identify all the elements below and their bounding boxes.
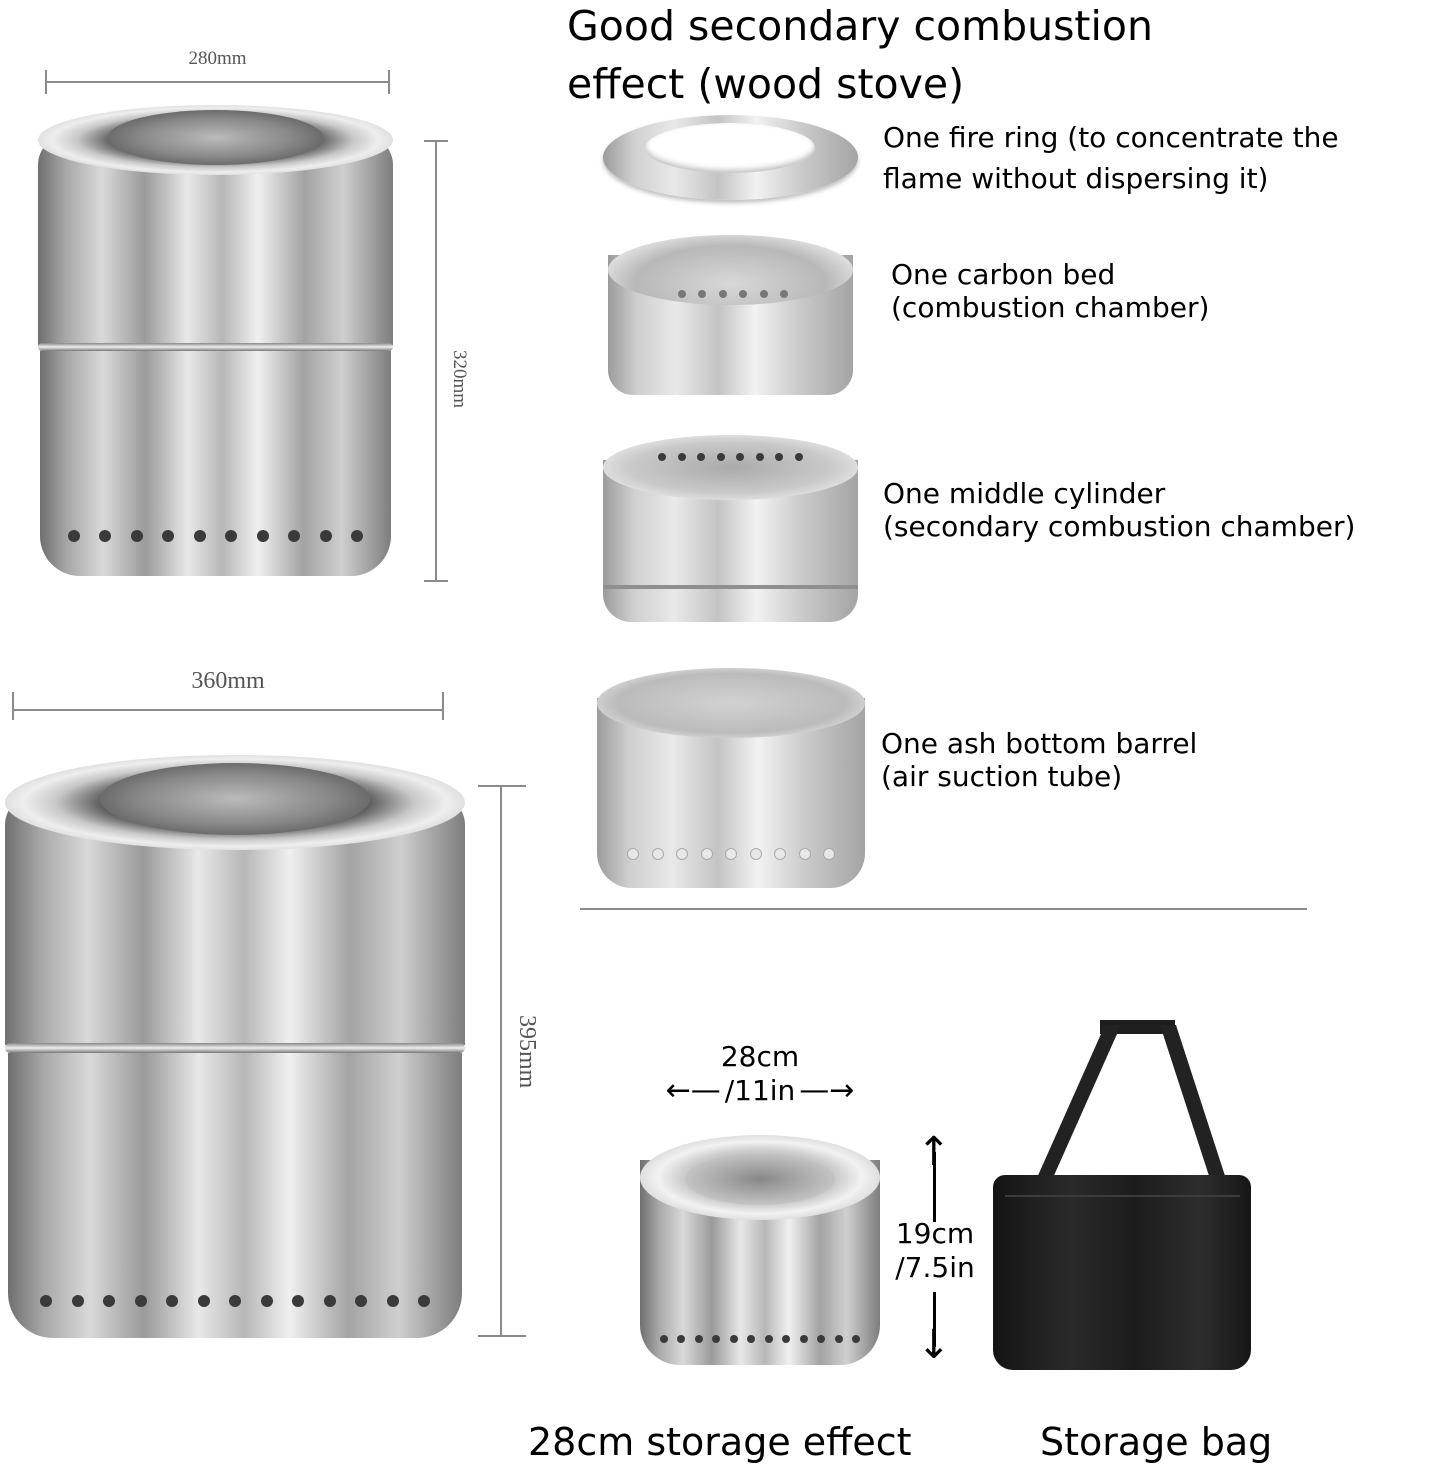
- part-line-1: One ash bottom barrel: [881, 727, 1198, 760]
- bag-handle-right: [1160, 1025, 1232, 1195]
- part-line-2: flame without dispersing it): [883, 162, 1269, 195]
- part-line-2: (combustion chamber): [891, 291, 1210, 324]
- large-stove-dimension-height: 395mm: [478, 785, 540, 1337]
- cylinder-rim: [603, 435, 858, 500]
- storage-height-line-1: 19cm: [895, 1217, 975, 1250]
- part-line-1: One middle cylinder: [883, 477, 1166, 510]
- large-stove-height-label: 395mm: [514, 1015, 540, 1089]
- part-line-2: (air suction tube): [881, 760, 1123, 793]
- barrel-rim: [597, 668, 865, 738]
- ash-barrel-image: [597, 668, 865, 890]
- arrow-left-icon: ←—: [665, 1073, 721, 1108]
- inner-holes: [658, 453, 803, 461]
- dimension-tick: [12, 692, 14, 720]
- small-stove-image: [38, 105, 393, 580]
- part-line-1: One fire ring (to concentrate the: [883, 121, 1339, 154]
- large-stove-image: [5, 755, 465, 1340]
- stove-inner-opening: [100, 763, 370, 835]
- small-stove-dimension-height: 320mm: [420, 140, 480, 582]
- air-holes: [660, 1335, 860, 1343]
- storage-height-line-2: /7.5in: [895, 1251, 975, 1284]
- dimension-tick: [424, 140, 448, 142]
- dimension-line: [500, 785, 502, 1337]
- dimension-tick: [388, 70, 390, 94]
- caption-storage-bag: Storage bag: [1040, 1420, 1273, 1464]
- page-title: Good secondary combustion effect (wood s…: [567, 0, 1153, 110]
- air-holes: [627, 848, 835, 860]
- dimension-tick: [45, 70, 47, 94]
- grate-holes: [678, 290, 788, 298]
- storage-width-line-1: 28cm: [720, 1040, 800, 1073]
- storage-height-labels: 19cm /7.5in: [885, 1217, 985, 1285]
- stove-seam: [38, 343, 393, 351]
- part-ash-barrel-label: One ash bottom barrel (air suction tube): [881, 727, 1197, 793]
- storage-height-dimension: ↑ 19cm /7.5in ↓: [885, 1132, 985, 1367]
- bed-rim: [608, 235, 853, 305]
- dimension-line: [45, 81, 390, 83]
- arrow-right-icon: —→: [799, 1073, 855, 1108]
- storage-width-row: ←— /11in —→: [635, 1074, 885, 1108]
- arrow-shaft: [933, 1292, 936, 1347]
- small-stove-dimension-width: 280mm: [45, 48, 390, 94]
- stove-body-lower: [40, 351, 391, 576]
- carbon-bed-image: [608, 235, 853, 400]
- part-fire-ring-label: One fire ring (to concentrate the flame …: [883, 120, 1339, 196]
- dimension-tick: [478, 1335, 526, 1337]
- dimension-tick: [424, 580, 448, 582]
- title-line-1: Good secondary combustion: [567, 2, 1153, 50]
- bag-handle-top: [1100, 1020, 1175, 1034]
- ring-hole: [645, 123, 815, 173]
- title-line-2: effect (wood stove): [567, 60, 965, 108]
- air-holes: [68, 530, 363, 542]
- stove-inner-opening: [685, 1153, 835, 1205]
- bag-zipper: [1005, 1195, 1240, 1197]
- storage-width-line-2: /11in: [724, 1074, 796, 1107]
- storage-width-dimension: 28cm ←— /11in —→: [635, 1040, 885, 1108]
- storage-stove-image: [640, 1135, 880, 1370]
- fire-ring-image: [603, 115, 858, 200]
- caption-storage-effect: 28cm storage effect: [528, 1420, 912, 1464]
- dimension-tick: [478, 785, 526, 787]
- part-line-2: (secondary combustion chamber): [883, 510, 1356, 543]
- large-stove-dimension-width: 360mm: [12, 668, 444, 720]
- middle-cylinder-image: [603, 435, 858, 625]
- small-stove-height-label: 320mm: [449, 350, 470, 409]
- arrow-shaft: [933, 1152, 936, 1222]
- stove-seam: [5, 1043, 465, 1053]
- large-stove-width-label: 360mm: [191, 668, 265, 694]
- stove-inner-opening: [108, 110, 323, 165]
- bag-handle-left: [1029, 1025, 1121, 1195]
- part-carbon-bed-label: One carbon bed (combustion chamber): [891, 258, 1209, 324]
- part-middle-cylinder-label: One middle cylinder (secondary combustio…: [883, 477, 1355, 543]
- dimension-line: [12, 709, 444, 711]
- air-holes: [40, 1295, 430, 1307]
- section-divider: [580, 908, 1307, 910]
- bag-body: [993, 1175, 1251, 1370]
- storage-bag-image: [985, 1020, 1255, 1380]
- part-line-1: One carbon bed: [891, 258, 1116, 291]
- arrow-down-icon: ↓: [917, 1322, 951, 1368]
- dimension-line: [435, 140, 437, 582]
- stove-body-lower: [8, 1053, 462, 1338]
- small-stove-width-label: 280mm: [188, 48, 247, 69]
- cylinder-seam: [603, 585, 858, 589]
- dimension-tick: [442, 692, 444, 720]
